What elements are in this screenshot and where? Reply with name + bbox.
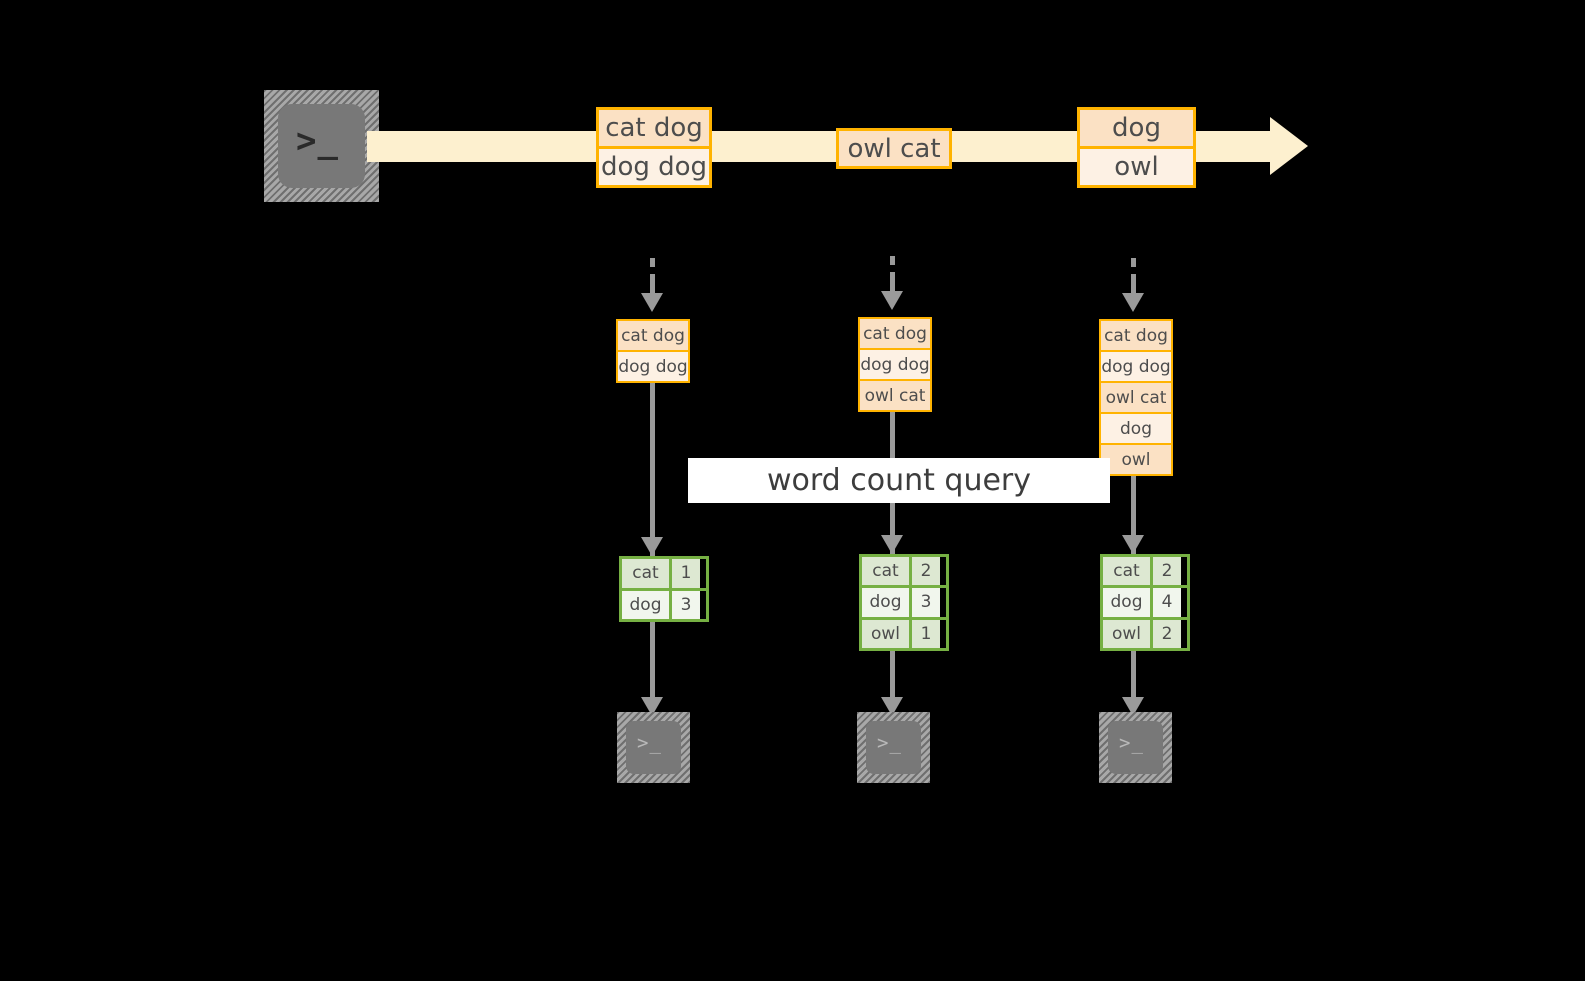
result-row: cat 1 — [622, 559, 706, 588]
result-word: dog — [862, 588, 909, 617]
result-word: owl — [1103, 619, 1150, 648]
stream-record-line: cat dog — [599, 110, 709, 146]
input-row: owl cat — [1101, 381, 1171, 412]
terminal-prompt-glyph: >_ — [296, 121, 339, 161]
query-label-band: word count query — [688, 458, 1110, 503]
result-word: cat — [622, 559, 669, 588]
query-label: word count query — [766, 463, 1032, 498]
trigger-3-sink-terminal-icon: >_ — [1099, 712, 1172, 783]
stream-record-line: dog dog — [599, 146, 709, 185]
terminal-body — [1108, 721, 1163, 774]
stream-record-line: owl — [1080, 146, 1193, 185]
trigger-3-query-connector — [1131, 476, 1136, 554]
stream-record-batch-2: owl cat — [836, 128, 952, 169]
terminal-prompt-glyph: >_ — [637, 732, 662, 754]
terminal-prompt-glyph: >_ — [1119, 732, 1144, 754]
trigger-1-dashed-arrowhead-icon — [641, 293, 663, 312]
stream-record-line: owl cat — [839, 131, 949, 166]
result-row: dog 3 — [622, 587, 706, 619]
trigger-1-dashed-connector — [650, 258, 655, 300]
terminal-body — [278, 104, 365, 188]
result-row: dog 3 — [862, 585, 946, 617]
trigger-1-query-connector — [650, 383, 655, 556]
result-row: cat 2 — [1103, 557, 1187, 586]
result-word: dog — [1103, 588, 1150, 617]
input-row: cat dog — [860, 319, 930, 348]
trigger-1-input-table: cat dog dog dog — [616, 319, 690, 383]
result-word: cat — [862, 557, 909, 586]
trigger-2-dashed-connector — [890, 256, 895, 298]
trigger-1-sink-terminal-icon: >_ — [617, 712, 690, 783]
input-row: dog dog — [1101, 350, 1171, 381]
result-count: 1 — [669, 559, 700, 588]
terminal-prompt-glyph: >_ — [877, 732, 902, 754]
terminal-body — [626, 721, 681, 774]
result-row: owl 1 — [862, 616, 946, 648]
trigger-2-dashed-arrowhead-icon — [881, 291, 903, 310]
result-word: dog — [622, 590, 669, 619]
trigger-1-sink-arrowhead-icon — [641, 697, 663, 716]
trigger-3-sink-arrowhead-icon — [1122, 697, 1144, 716]
result-count: 3 — [909, 588, 940, 617]
trigger-3-input-table: cat dog dog dog owl cat dog owl — [1099, 319, 1173, 476]
input-row: dog dog — [618, 350, 688, 381]
result-word: owl — [862, 619, 909, 648]
result-count: 2 — [909, 557, 940, 586]
trigger-3-query-arrowhead-icon — [1122, 535, 1144, 554]
trigger-2-sink-terminal-icon: >_ — [857, 712, 930, 783]
result-count: 2 — [1150, 557, 1181, 586]
result-count: 3 — [669, 590, 700, 619]
trigger-1-query-arrowhead-icon — [641, 537, 663, 556]
stream-record-line: dog — [1080, 110, 1193, 146]
result-row: owl 2 — [1103, 616, 1187, 648]
result-count: 2 — [1150, 619, 1181, 648]
trigger-2-input-table: cat dog dog dog owl cat — [858, 317, 932, 412]
trigger-2-result-table: cat 2 dog 3 owl 1 — [859, 554, 949, 651]
input-row: cat dog — [618, 321, 688, 350]
trigger-2-sink-arrowhead-icon — [881, 697, 903, 716]
input-row: owl cat — [860, 379, 930, 410]
trigger-3-sink-connector — [1131, 651, 1136, 697]
result-row: cat 2 — [862, 557, 946, 586]
stream-arrowhead-icon — [1270, 117, 1308, 175]
trigger-3-dashed-arrowhead-icon — [1122, 293, 1144, 312]
trigger-3-result-table: cat 2 dog 4 owl 2 — [1100, 554, 1190, 651]
input-row: cat dog — [1101, 321, 1171, 350]
stream-record-batch-1: cat dog dog dog — [596, 107, 712, 188]
result-count: 4 — [1150, 588, 1181, 617]
stream-record-batch-3: dog owl — [1077, 107, 1196, 188]
trigger-2-query-arrowhead-icon — [881, 535, 903, 554]
trigger-3-dashed-connector — [1131, 258, 1136, 300]
result-word: cat — [1103, 557, 1150, 586]
trigger-1-sink-connector — [650, 622, 655, 697]
result-count: 1 — [909, 619, 940, 648]
input-row: dog dog — [860, 348, 930, 379]
source-terminal-icon: >_ — [264, 90, 379, 202]
terminal-body — [866, 721, 921, 774]
input-row: owl — [1101, 443, 1171, 474]
result-row: dog 4 — [1103, 585, 1187, 617]
trigger-1-result-table: cat 1 dog 3 — [619, 556, 709, 622]
trigger-2-sink-connector — [890, 651, 895, 697]
input-row: dog — [1101, 412, 1171, 443]
